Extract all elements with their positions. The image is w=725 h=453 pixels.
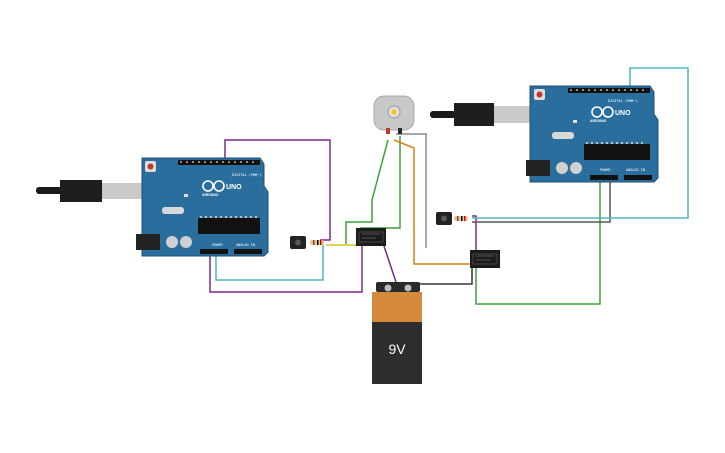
power-jack-right <box>526 160 550 176</box>
wire-teal-right[interactable] <box>472 67 689 219</box>
arduino-uno-right[interactable]: DIGITAL (PWM~) ARDUINO UNO POWER ANALOG … <box>430 85 659 183</box>
wire-purple-battery[interactable] <box>383 245 397 283</box>
wire-orange-motor[interactable] <box>393 139 470 265</box>
wire-black-battery[interactable] <box>402 264 473 285</box>
capacitor-left-1 <box>166 236 178 248</box>
wire-green-right[interactable] <box>475 180 601 305</box>
wire-purple-right-sensor[interactable] <box>472 215 477 252</box>
digital-label-left: DIGITAL (PWM~) <box>232 173 262 177</box>
relay-right[interactable] <box>470 250 500 268</box>
analog-header-right <box>624 175 652 180</box>
arduino-uno-left[interactable]: DIGITAL (PWM~) ARDUINO UNO POWER ANALOG … <box>36 157 269 257</box>
arduino-logo-right: ARDUINO UNO <box>590 106 631 123</box>
svg-text:UNO: UNO <box>615 110 631 117</box>
capacitor-left-2 <box>180 236 192 248</box>
usb-cable-left <box>36 187 64 194</box>
svg-text:UNO: UNO <box>226 184 242 191</box>
power-header-right <box>590 175 618 180</box>
power-header-left <box>200 249 228 254</box>
digital-header-right <box>568 88 650 93</box>
battery-clip <box>376 282 420 292</box>
crystal-right <box>552 132 574 139</box>
battery-body <box>372 322 422 384</box>
power-label-left: POWER <box>212 243 223 247</box>
wire-purple-left-bottom[interactable] <box>209 246 363 293</box>
wire-green-motor-left[interactable] <box>345 139 389 244</box>
usb-connector-right <box>494 106 534 123</box>
svg-text:ARDUINO: ARDUINO <box>202 193 219 197</box>
ir-receiver-right[interactable] <box>436 212 468 225</box>
analog-header-left <box>234 249 262 254</box>
analog-label-right: ANALOG IN <box>626 168 645 172</box>
capacitor-right-1 <box>556 162 568 174</box>
power-label-right: POWER <box>600 168 611 172</box>
usb-plug-right <box>454 103 494 126</box>
usb-cable-right <box>430 111 458 118</box>
power-jack-left <box>136 234 160 250</box>
digital-label-right: DIGITAL (PWM~) <box>608 99 638 103</box>
arduino-logo-left: ARDUINO UNO <box>202 180 242 197</box>
atmega-chip-left <box>198 218 260 234</box>
ir-receiver-left[interactable] <box>290 236 324 249</box>
battery-9v[interactable]: 9V <box>372 282 422 384</box>
relay-left[interactable] <box>356 228 386 246</box>
wire-teal-left[interactable] <box>215 244 324 281</box>
capacitor-right-2 <box>570 162 582 174</box>
usb-connector-left <box>102 183 142 199</box>
atmega-chip-right <box>584 144 650 160</box>
crystal-left <box>162 207 184 214</box>
wire-gray-motor[interactable] <box>396 133 427 248</box>
battery-top <box>372 292 422 322</box>
usb-plug-left <box>60 180 102 202</box>
analog-label-left: ANALOG IN <box>236 243 255 247</box>
wire-gray-right-sensor[interactable] <box>472 180 611 223</box>
wire-green-relay-up[interactable] <box>360 136 401 229</box>
digital-header-left <box>178 160 260 165</box>
wire-purple-left-top[interactable] <box>224 139 331 241</box>
svg-text:ARDUINO: ARDUINO <box>590 119 607 123</box>
battery-label: 9V <box>388 341 406 357</box>
dc-motor[interactable] <box>373 95 415 134</box>
